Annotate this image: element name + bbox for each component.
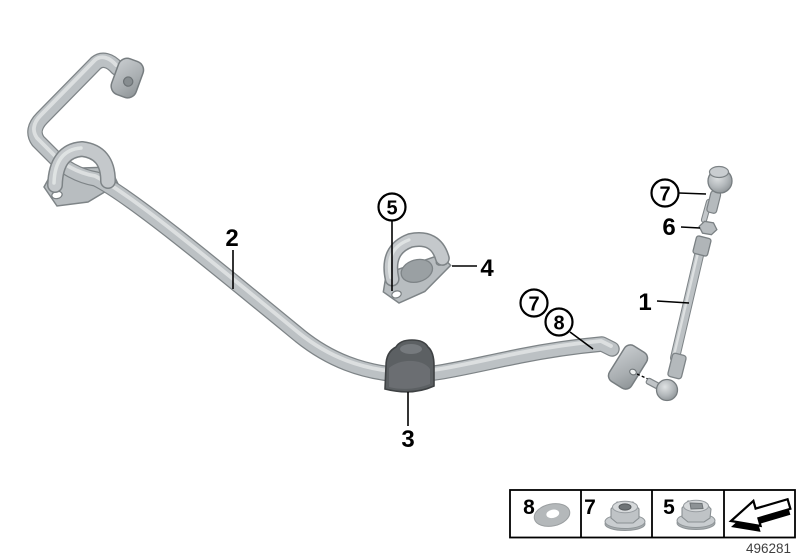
- stabilizer-link: [645, 165, 733, 402]
- flange-nut-icon: [604, 500, 646, 531]
- callout-8-bar-link-washer[interactable]: 8: [544, 307, 574, 337]
- direction-arrow-icon: [728, 497, 792, 532]
- svg-text:5: 5: [386, 198, 397, 220]
- legend-item-lock-nut: 5: [663, 496, 716, 530]
- bar-end-boss-right: [607, 344, 649, 390]
- clamp-bracket-exploded: [382, 232, 452, 304]
- callout-5-bracket-screw[interactable]: 5: [377, 192, 407, 222]
- link-lower-ball: [655, 378, 679, 402]
- leader-line-6: [680, 226, 701, 229]
- lock-nut-icon: [676, 499, 716, 530]
- leader-line-1: [656, 300, 690, 304]
- leader-line-7: [678, 192, 707, 195]
- clamp-bracket-left-dome: [47, 140, 116, 193]
- callout-7-bar-link[interactable]: 7: [519, 288, 549, 318]
- diagram-number: 496281: [746, 541, 791, 556]
- link-lower-collar: [667, 352, 687, 380]
- svg-text:7: 7: [584, 496, 596, 519]
- rubber-bushing: [384, 339, 435, 393]
- svg-text:8: 8: [523, 496, 535, 519]
- legend-item-washer: 8: [523, 496, 571, 527]
- callout-1-link[interactable]: 1: [638, 289, 651, 316]
- assembly-axis-line: [636, 373, 649, 380]
- callout-leader-lines: [232, 192, 707, 426]
- callout-2-stabilizer-bar[interactable]: 2: [225, 225, 238, 252]
- bar-end-boss-left: [110, 57, 145, 99]
- legend-item-flange-nut: 7: [584, 496, 646, 531]
- legend: 8 7 5: [509, 489, 796, 539]
- legend-item-direction: [728, 497, 792, 532]
- washer-icon: [533, 503, 571, 527]
- svg-text:7: 7: [528, 294, 539, 316]
- link-upper-collar: [692, 235, 712, 257]
- callout-6-link-nut[interactable]: 6: [662, 214, 675, 241]
- callout-3-bushing[interactable]: 3: [401, 426, 414, 453]
- stabilizer-bar: [27, 52, 620, 383]
- link-nut: [698, 220, 718, 236]
- svg-text:5: 5: [663, 496, 675, 519]
- link-top-ball-stud: [706, 165, 733, 214]
- svg-text:8: 8: [553, 313, 564, 335]
- callout-4-bracket[interactable]: 4: [480, 255, 494, 282]
- callout-7-link-top[interactable]: 7: [650, 178, 680, 208]
- svg-text:7: 7: [659, 184, 670, 206]
- leader-line-8: [569, 331, 594, 350]
